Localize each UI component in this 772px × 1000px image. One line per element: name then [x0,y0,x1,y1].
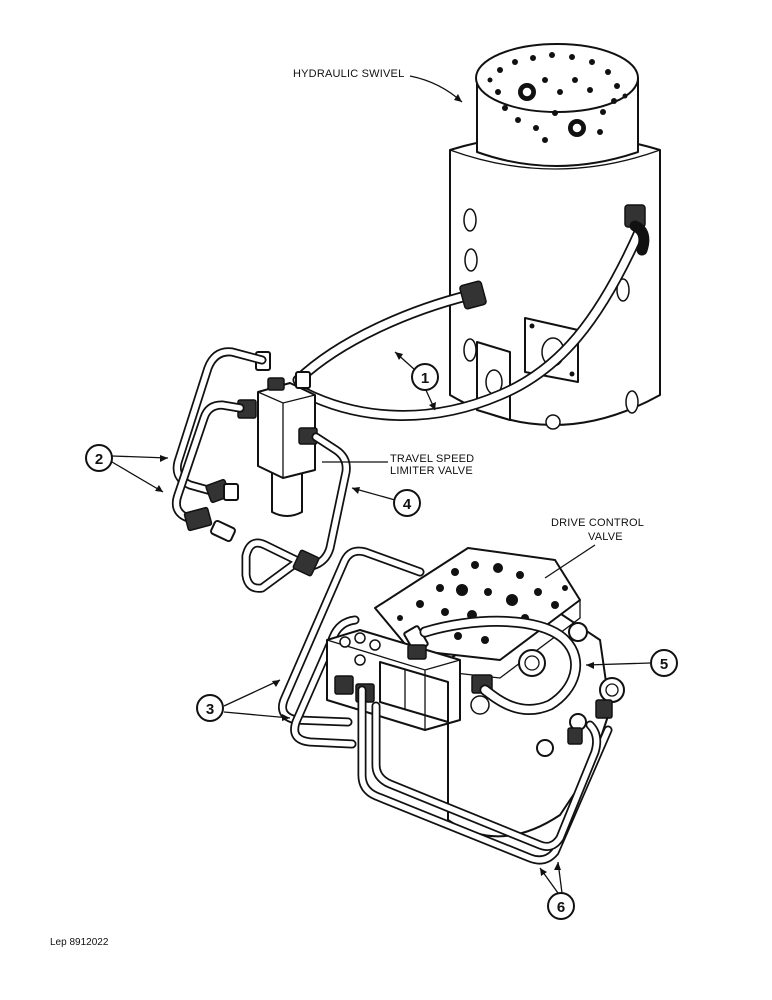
travel-speed-limiter-valve [237,351,318,517]
leader-lines [111,75,651,894]
pipe-2 [171,347,267,543]
hose-5 [419,615,582,715]
hydraulic-swivel-label: HYDRAULIC SWIVEL [293,68,404,80]
pipe-4 [241,432,351,593]
drive-control-label-line1: DRIVE CONTROL [551,517,644,529]
callout-6: 6 [547,892,575,920]
callout-2-label: 2 [95,451,103,468]
callout-6-label: 6 [557,899,565,916]
hose-1 [292,204,650,421]
callout-5-label: 5 [660,656,668,673]
pipe-6 [357,685,613,865]
callout-3: 3 [196,694,224,722]
callout-1: 1 [411,363,439,391]
callout-4-label: 4 [403,496,412,513]
hydraulic-swivel [449,43,661,430]
callout-4: 4 [393,489,421,517]
travel-speed-label-line1: TRAVEL SPEED [390,453,474,465]
callout-3-label: 3 [206,701,214,718]
travel-speed-label-line2: LIMITER VALVE [390,465,473,477]
callout-2: 2 [85,444,113,472]
callout-5: 5 [650,649,678,677]
callout-1-label: 1 [421,370,429,387]
reference-number: Lep 8912022 [50,937,109,948]
drive-control-label-line2: VALVE [588,531,623,543]
